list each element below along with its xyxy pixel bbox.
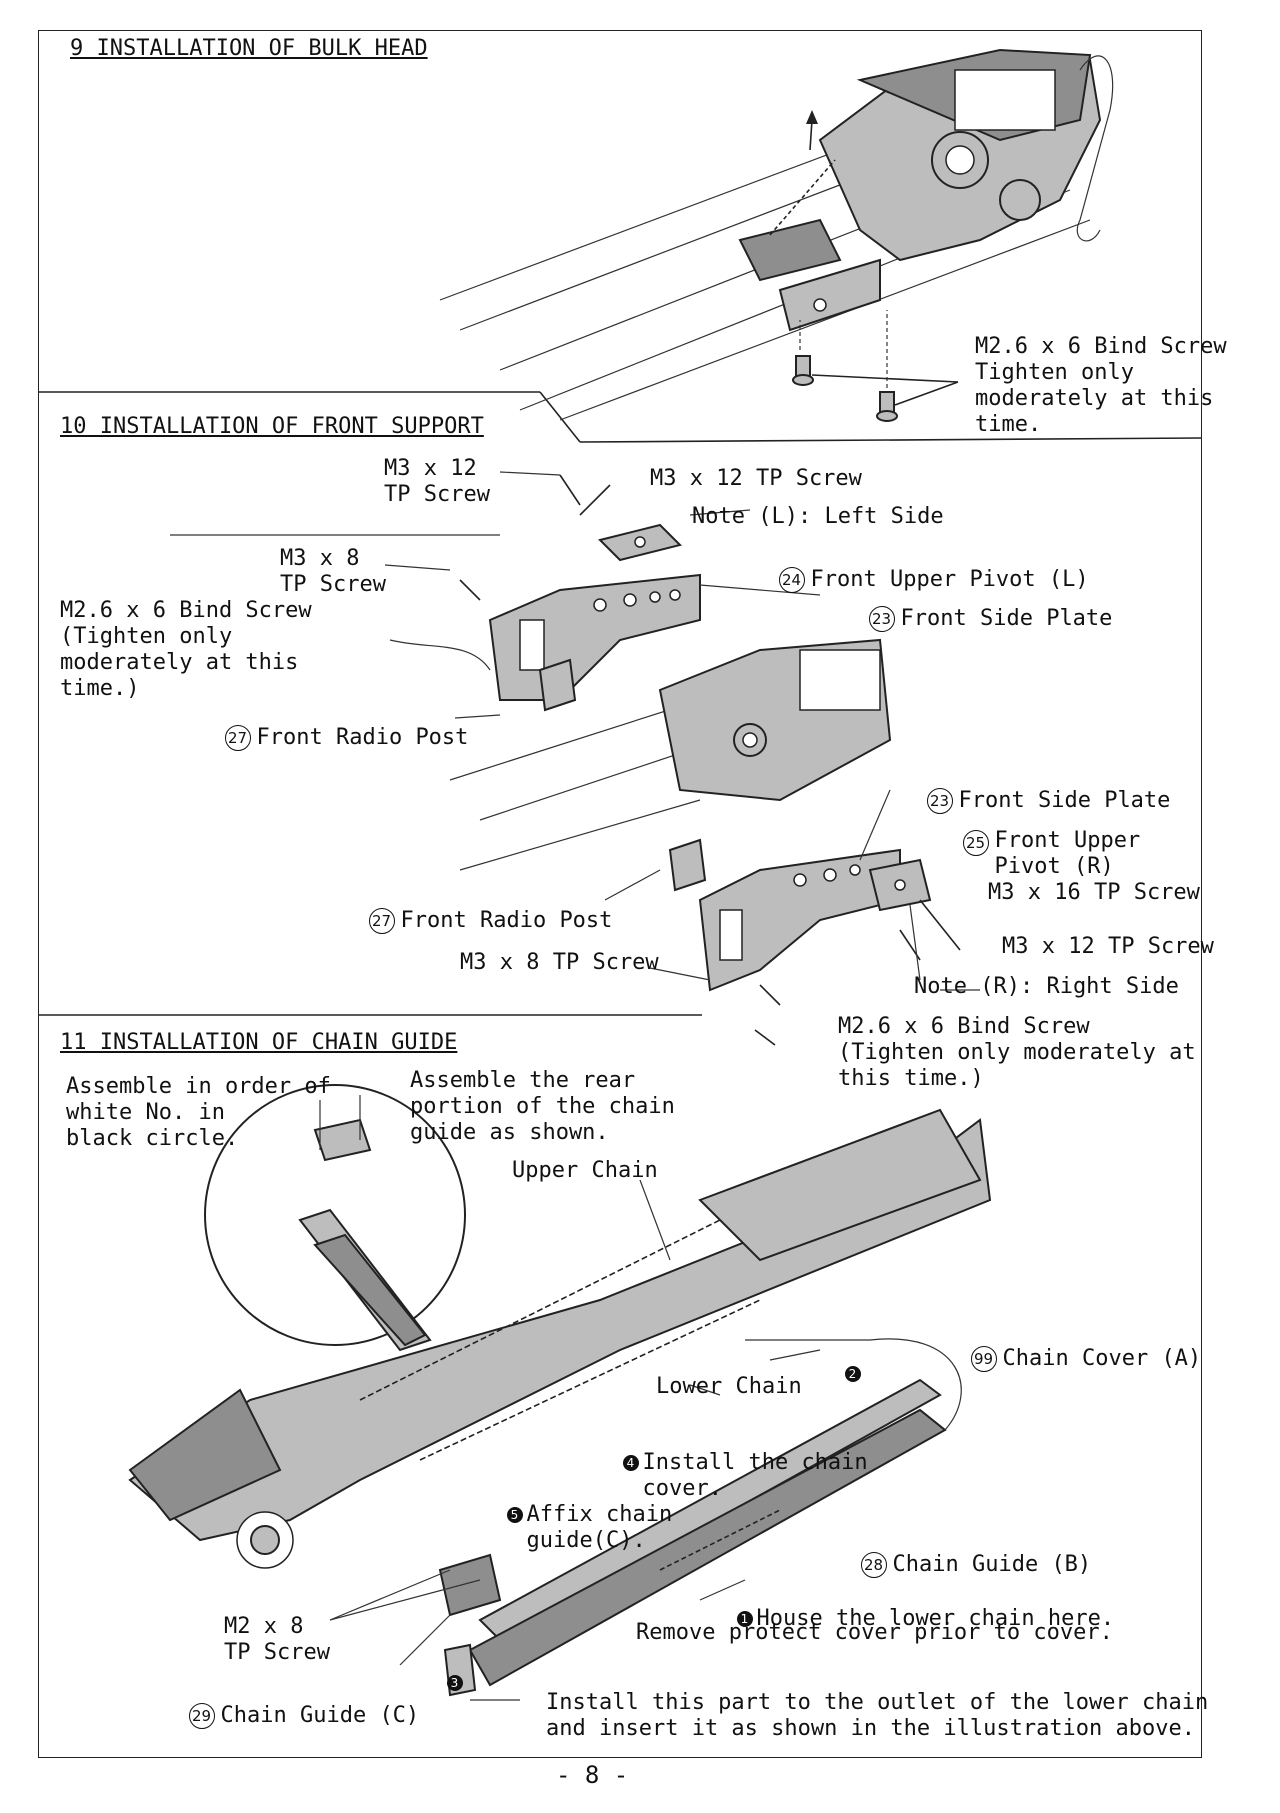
- m3x12-screw-label-lower: M3 x 12 TP Screw: [1002, 934, 1214, 959]
- bind-screw-label-left: M2.6 x 6 Bind Screw (Tighten only modera…: [60, 598, 312, 701]
- part-number-badge: 24: [778, 567, 805, 593]
- part-number-badge: 27: [368, 908, 395, 934]
- part-number-badge: 27: [224, 725, 251, 751]
- page-frame: [38, 30, 1202, 1758]
- part-number-badge: 99: [970, 1346, 997, 1372]
- part-number-badge: 23: [868, 606, 895, 632]
- m3x12-screw-label-right: M3 x 12 TP Screw: [650, 466, 862, 491]
- step-2-marker: 2: [818, 1335, 865, 1387]
- part-number-badge: 28: [860, 1552, 887, 1578]
- upper-chain-label: Upper Chain: [512, 1158, 658, 1183]
- install-part-note: Install this part to the outlet of the l…: [546, 1690, 1209, 1741]
- bind-screw-note: M2.6 x 6 Bind Screw Tighten only moderat…: [975, 334, 1227, 437]
- step-bullet: 1: [736, 1611, 753, 1627]
- chain-guide-illustration: [128, 1084, 992, 1701]
- m2x8-screw-label: M2 x 8 TP Screw: [224, 1614, 330, 1665]
- m3x8-screw-label-top: M3 x 8 TP Screw: [280, 546, 386, 597]
- step-bullet: 5: [506, 1507, 523, 1523]
- m3x8-screw-label-bottom: M3 x 8 TP Screw: [460, 950, 659, 975]
- assemble-order-note: Assemble in order of white No. in black …: [66, 1074, 331, 1151]
- front-support-illustration: [170, 471, 980, 1046]
- bulkhead-illustration: [439, 48, 1114, 422]
- lower-chain-label: Lower Chain: [656, 1374, 802, 1399]
- page-number: - 8 -: [556, 1761, 629, 1789]
- remove-cover-note: Remove protect cover prior to cover.: [636, 1620, 1113, 1645]
- step-bullet: 2: [844, 1366, 861, 1382]
- m3x12-screw-label-left: M3 x 12 TP Screw: [384, 456, 490, 507]
- step-3-marker: 3: [420, 1644, 467, 1696]
- note-left-side: Note (L): Left Side: [692, 504, 944, 529]
- step-bullet: 3: [446, 1675, 463, 1691]
- m3x16-screw-label: M3 x 16 TP Screw: [988, 880, 1200, 905]
- section-10-title: 10 INSTALLATION OF FRONT SUPPORT: [60, 414, 484, 439]
- part-number-badge: 25: [962, 830, 989, 856]
- part-number-badge: 29: [188, 1703, 215, 1729]
- section-11-title: 11 INSTALLATION OF CHAIN GUIDE: [60, 1030, 458, 1055]
- section-9-title: 9 INSTALLATION OF BULK HEAD: [70, 36, 428, 61]
- note-right-side: Note (R): Right Side: [914, 974, 1179, 999]
- assemble-rear-note: Assemble the rear portion of the chain g…: [410, 1068, 675, 1145]
- part-number-badge: 23: [926, 788, 953, 814]
- step-bullet: 4: [622, 1455, 639, 1471]
- section-dividers: [38, 391, 1203, 1016]
- bind-screw-label-right: M2.6 x 6 Bind Screw (Tighten only modera…: [838, 1014, 1196, 1091]
